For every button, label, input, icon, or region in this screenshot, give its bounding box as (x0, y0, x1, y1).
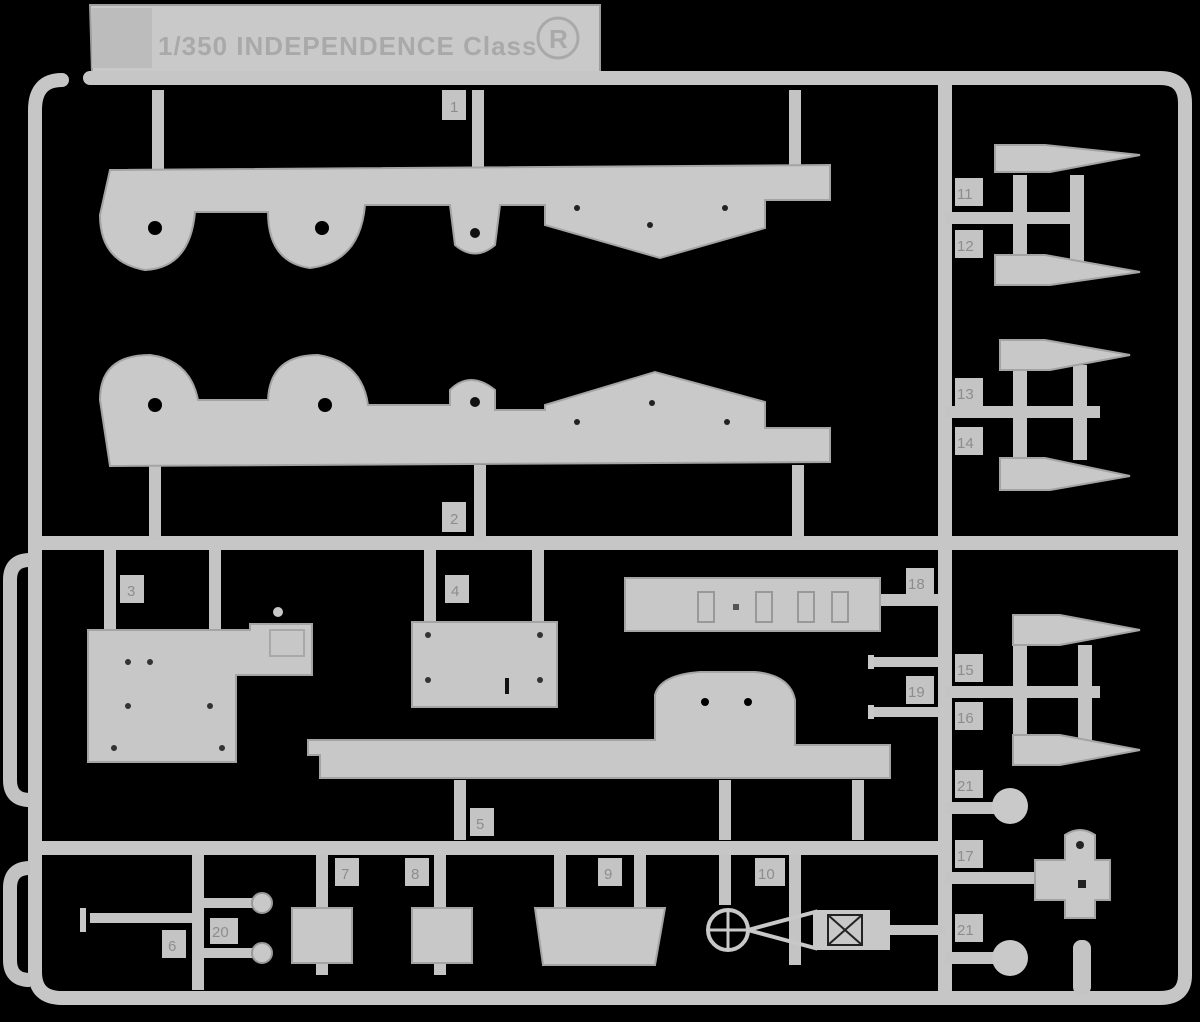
parts-13-14 (945, 339, 1131, 491)
tag-part-17: 17 (957, 848, 974, 865)
part-17 (945, 829, 1111, 919)
part-18 (624, 577, 940, 632)
part-6 (80, 855, 204, 990)
tag-part-2: 2 (450, 511, 458, 528)
part-1-hull-side (98, 90, 831, 272)
part-10 (706, 855, 945, 965)
tag-part-1: 1 (450, 99, 458, 116)
tag-part-5: 5 (476, 816, 484, 833)
part-21-upper (945, 788, 1028, 824)
tag-part-14: 14 (957, 435, 974, 452)
part-2-hull-side (98, 353, 831, 540)
tag-part-8: 8 (411, 866, 419, 883)
tag-part-6: 6 (168, 938, 176, 955)
parts-15-16 (945, 614, 1141, 766)
tag-part-9: 9 (604, 866, 612, 883)
part-number-tags: 1 2 3 4 5 6 7 8 9 10 11 12 13 14 15 16 1… (120, 90, 983, 958)
tag-part-19: 19 (908, 684, 925, 701)
part-5 (307, 671, 891, 840)
tag-part-21-upper: 21 (957, 778, 974, 795)
tag-part-15: 15 (957, 662, 974, 679)
tag-part-4: 4 (451, 583, 459, 600)
part-4 (411, 550, 558, 708)
sprue-title: 1/350 INDEPENDENCE Class (158, 31, 537, 61)
tag-part-7: 7 (341, 866, 349, 883)
tag-part-21-lower: 21 (957, 922, 974, 939)
tag-part-20: 20 (212, 924, 229, 941)
registered-mark: R (549, 24, 569, 54)
part-20 (198, 892, 273, 964)
tag-part-12: 12 (957, 238, 974, 255)
registered-mark-icon (536, 16, 580, 60)
sprue-frame (28, 71, 1192, 1005)
sprue-handle-upper (3, 553, 31, 807)
dragon-logo-icon (92, 8, 152, 68)
part-7 (291, 855, 353, 975)
tag-part-10: 10 (758, 866, 775, 883)
sprue-handle-lower (3, 861, 31, 987)
tag-part-13: 13 (957, 386, 974, 403)
tag-part-16: 16 (957, 710, 974, 727)
tag-part-3: 3 (127, 583, 135, 600)
part-21-lower (945, 940, 1091, 995)
part-9 (533, 855, 667, 966)
parts-11-12 (945, 144, 1141, 286)
part-8 (411, 855, 473, 975)
part-3 (87, 550, 313, 763)
sprue-title-tab: 1/350 INDEPENDENCE Class R (88, 4, 601, 73)
tag-part-11: 11 (957, 186, 973, 203)
part-19 (868, 655, 940, 719)
tag-part-18: 18 (908, 576, 925, 593)
